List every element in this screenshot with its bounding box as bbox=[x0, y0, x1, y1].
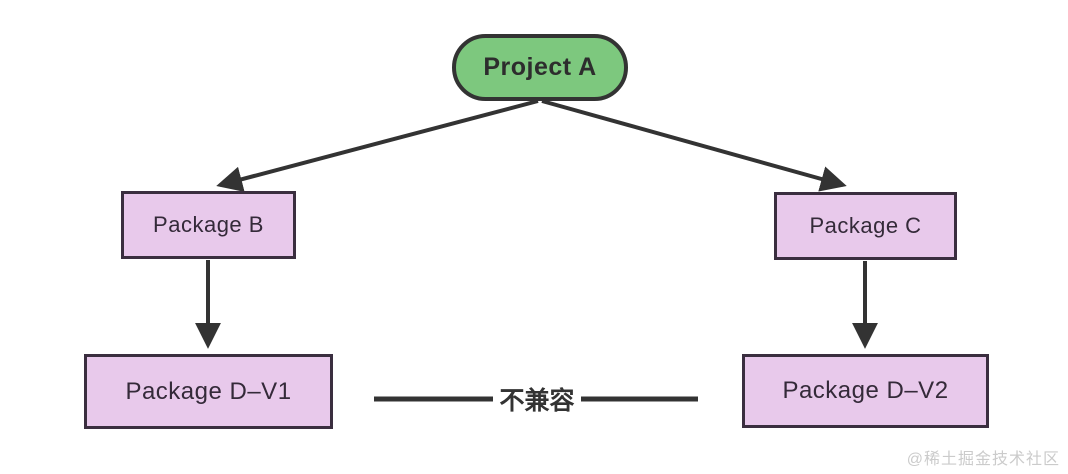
edge-projecta-packagec bbox=[541, 99, 847, 192]
node-project-a: Project A bbox=[452, 34, 628, 101]
node-project-a-label: Project A bbox=[483, 53, 597, 81]
incompatible-label: 不兼容 bbox=[499, 387, 575, 415]
node-package-d-v1-label: Package D–V1 bbox=[125, 377, 292, 405]
node-package-c-label: Package C bbox=[809, 213, 922, 238]
node-package-d-v1: Package D–V1 bbox=[84, 354, 333, 429]
node-package-b: Package B bbox=[121, 191, 296, 259]
node-package-d-v2-label: Package D–V2 bbox=[782, 377, 949, 404]
edge-projecta-packageb bbox=[216, 99, 539, 192]
node-package-b-label: Package B bbox=[153, 212, 264, 237]
watermark: @稀土掘金技术社区 bbox=[906, 451, 1060, 468]
node-package-c: Package C bbox=[774, 192, 957, 260]
node-package-d-v2: Package D–V2 bbox=[742, 354, 989, 428]
